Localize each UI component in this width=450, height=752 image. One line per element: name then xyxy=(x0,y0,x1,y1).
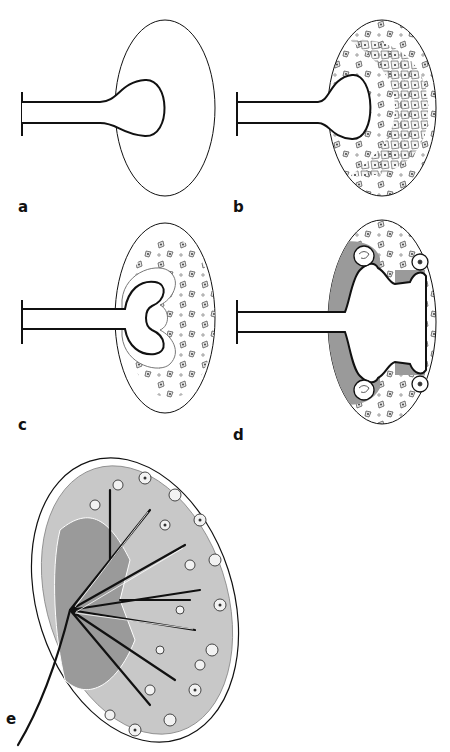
panel-a xyxy=(22,20,215,196)
panel-letter: d xyxy=(233,428,244,443)
panel-b xyxy=(237,20,436,196)
panel-d xyxy=(237,220,436,424)
panel-c xyxy=(22,223,215,413)
panel-e xyxy=(0,431,273,752)
panel-letter: b xyxy=(233,200,244,215)
panel-letter: c xyxy=(18,418,27,433)
panel-letter: a xyxy=(18,200,28,215)
panel-letter: e xyxy=(6,712,16,727)
